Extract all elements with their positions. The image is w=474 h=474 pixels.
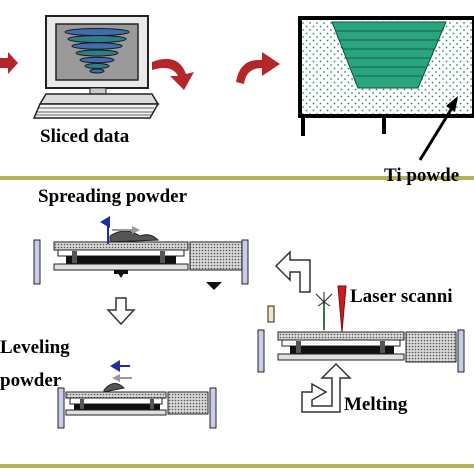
laser-beam-icon [315,285,347,333]
machine-spreading [33,230,249,290]
machine-laser [257,305,465,373]
sliced-cone-icon [64,28,130,74]
curved-arrow-up-icon [236,52,280,84]
blue-flag-arrow-icon [100,216,140,244]
melting-label: Melting [344,394,408,415]
leveling-label: Leveling [0,337,70,358]
ti-powder-label: Ti powde [384,165,460,186]
hollow-arrow-left-up-icon [274,250,314,293]
hollow-arrow-down-icon [106,297,136,326]
bottom-divider [0,464,474,468]
red-arrow-left-icon [0,52,18,74]
pointer-arrow-icon [418,96,458,161]
powder-bed-icon [298,16,474,136]
hollow-arrow-up-icon [301,362,352,413]
top-divider [0,176,474,180]
computer-icon [32,15,160,119]
spreading-powder-label: Spreading powder [38,186,188,207]
blue-arrow-left-icon [110,360,132,382]
sliced-data-label: Sliced data [40,126,130,147]
laser-scanning-label: Laser scanni [350,286,453,307]
curved-arrow-down-icon [152,58,194,90]
machine-leveling [57,383,217,429]
leveling-powder-label: powder [0,370,62,391]
